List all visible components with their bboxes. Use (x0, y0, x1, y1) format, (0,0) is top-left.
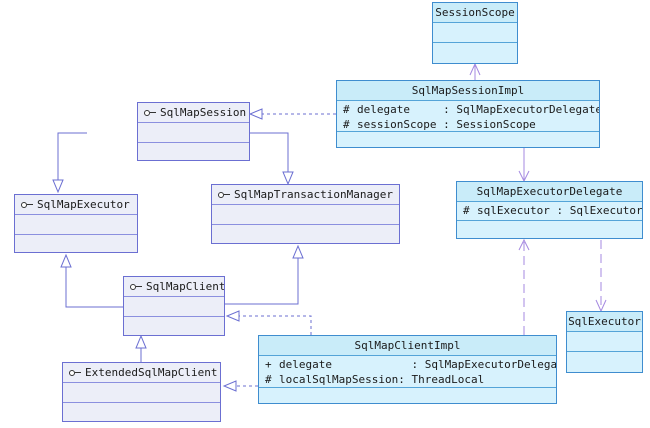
arrowhead-hollow (135, 334, 147, 349)
method-compartment (337, 131, 599, 147)
interface-lollipop-icon (144, 108, 156, 118)
interface-name: SqlMapClient (124, 277, 224, 296)
attribute-compartment (212, 204, 399, 224)
interface-label: SqlMapClient (146, 280, 225, 293)
attribute-compartment (15, 214, 137, 234)
attribute-compartment (433, 22, 517, 42)
method-compartment (15, 234, 137, 252)
attribute-compartment: # delegate : SqlMapExecutorDelegate # sess… (337, 100, 599, 131)
attribute-text: sqlExecutor : SqlExecutor (477, 204, 643, 217)
method-compartment (567, 351, 642, 372)
edge-session-extends-executor (57, 132, 87, 180)
interface-name: SqlMapSession (138, 103, 249, 122)
class-sqlmapclientimpl[interactable]: SqlMapClientImpl + delegate : SqlMapExecu… (258, 335, 557, 404)
interface-label: SqlMapTransactionManager (234, 188, 393, 201)
edge-clientimpl-implements-client (239, 315, 312, 335)
method-compartment (138, 142, 249, 160)
attribute-compartment: # sqlExecutor : SqlExecutor (457, 201, 642, 220)
method-compartment (124, 316, 224, 335)
class-name: SqlMapClientImpl (259, 336, 556, 355)
interface-name: SqlMapExecutor (15, 195, 137, 214)
interface-lollipop-icon (69, 368, 81, 378)
method-compartment (457, 220, 642, 238)
method-compartment (63, 402, 220, 421)
attribute-text: localSqlMapSession: ThreadLocal (279, 373, 485, 386)
edge-client-extends-executor (65, 267, 123, 308)
class-sessionscope[interactable]: SessionScope (432, 2, 518, 64)
attribute-row: # sessionScope : SessionScope (337, 118, 599, 133)
interface-label: ExtendedSqlMapClient (85, 366, 218, 379)
visibility-marker: + (265, 358, 272, 371)
arrowhead-hollow (222, 380, 237, 392)
class-name: SqlExecutor (567, 312, 642, 331)
interface-lollipop-icon (130, 282, 142, 292)
interface-name: SqlMapTransactionManager (212, 185, 399, 204)
interface-lollipop-icon (21, 200, 33, 210)
attribute-compartment (124, 296, 224, 316)
attribute-compartment: + delegate : SqlMapExecutorDelegate # loca… (259, 355, 556, 387)
edge-session-extends-txmanager (247, 132, 289, 172)
class-sqlmapsessionimpl[interactable]: SqlMapSessionImpl # delegate : SqlMapExec… (336, 80, 600, 148)
edge-client-extends-txmanager (225, 258, 299, 305)
visibility-marker: # (343, 118, 350, 131)
interface-extendedsqlmapclient[interactable]: ExtendedSqlMapClient (62, 362, 221, 422)
arrowhead-hollow (282, 171, 294, 186)
interface-sqlmapsession[interactable]: SqlMapSession (137, 102, 250, 161)
class-name: SqlMapExecutorDelegate (457, 182, 642, 201)
interface-sqlmapclient[interactable]: SqlMapClient (123, 276, 225, 336)
arrowhead-hollow (52, 179, 64, 194)
method-compartment (259, 387, 556, 403)
attribute-text: sessionScope : SessionScope (357, 118, 536, 131)
interface-label: SqlMapExecutor (37, 198, 130, 211)
attribute-compartment (138, 122, 249, 142)
attribute-row: + delegate : SqlMapExecutorDelegate (259, 356, 556, 373)
attribute-row: # sqlExecutor : SqlExecutor (457, 202, 642, 219)
arrowhead-hollow (292, 244, 304, 259)
class-name: SessionScope (433, 3, 517, 22)
attribute-text: delegate : SqlMapExecutorDelegate (279, 358, 557, 371)
attribute-compartment (63, 382, 220, 402)
attribute-text: delegate : SqlMapExecutorDelegate (357, 103, 600, 116)
interface-sqlmaptransactionmanager[interactable]: SqlMapTransactionManager (211, 184, 400, 244)
method-compartment (212, 224, 399, 243)
class-sqlmapexecutordelegate[interactable]: SqlMapExecutorDelegate # sqlExecutor : Sq… (456, 181, 643, 239)
interface-name: ExtendedSqlMapClient (63, 363, 220, 382)
interface-lollipop-icon (218, 190, 230, 200)
method-compartment (433, 42, 517, 63)
arrowhead-hollow (248, 108, 263, 120)
interface-sqlmapexecutor[interactable]: SqlMapExecutor (14, 194, 138, 253)
attribute-compartment (567, 331, 642, 351)
arrowhead-hollow (60, 253, 72, 268)
attribute-row: # localSqlMapSession: ThreadLocal (259, 373, 556, 388)
arrowhead-hollow (225, 310, 240, 322)
class-sqlexecutor[interactable]: SqlExecutor (566, 311, 643, 373)
visibility-marker: # (463, 204, 470, 217)
visibility-marker: # (343, 103, 350, 116)
arrowhead-open (469, 62, 481, 76)
interface-label: SqlMapSession (160, 106, 247, 119)
arrowhead-open (518, 238, 530, 251)
visibility-marker: # (265, 373, 272, 386)
attribute-row: # delegate : SqlMapExecutorDelegate (337, 101, 599, 118)
class-name: SqlMapSessionImpl (337, 81, 599, 100)
